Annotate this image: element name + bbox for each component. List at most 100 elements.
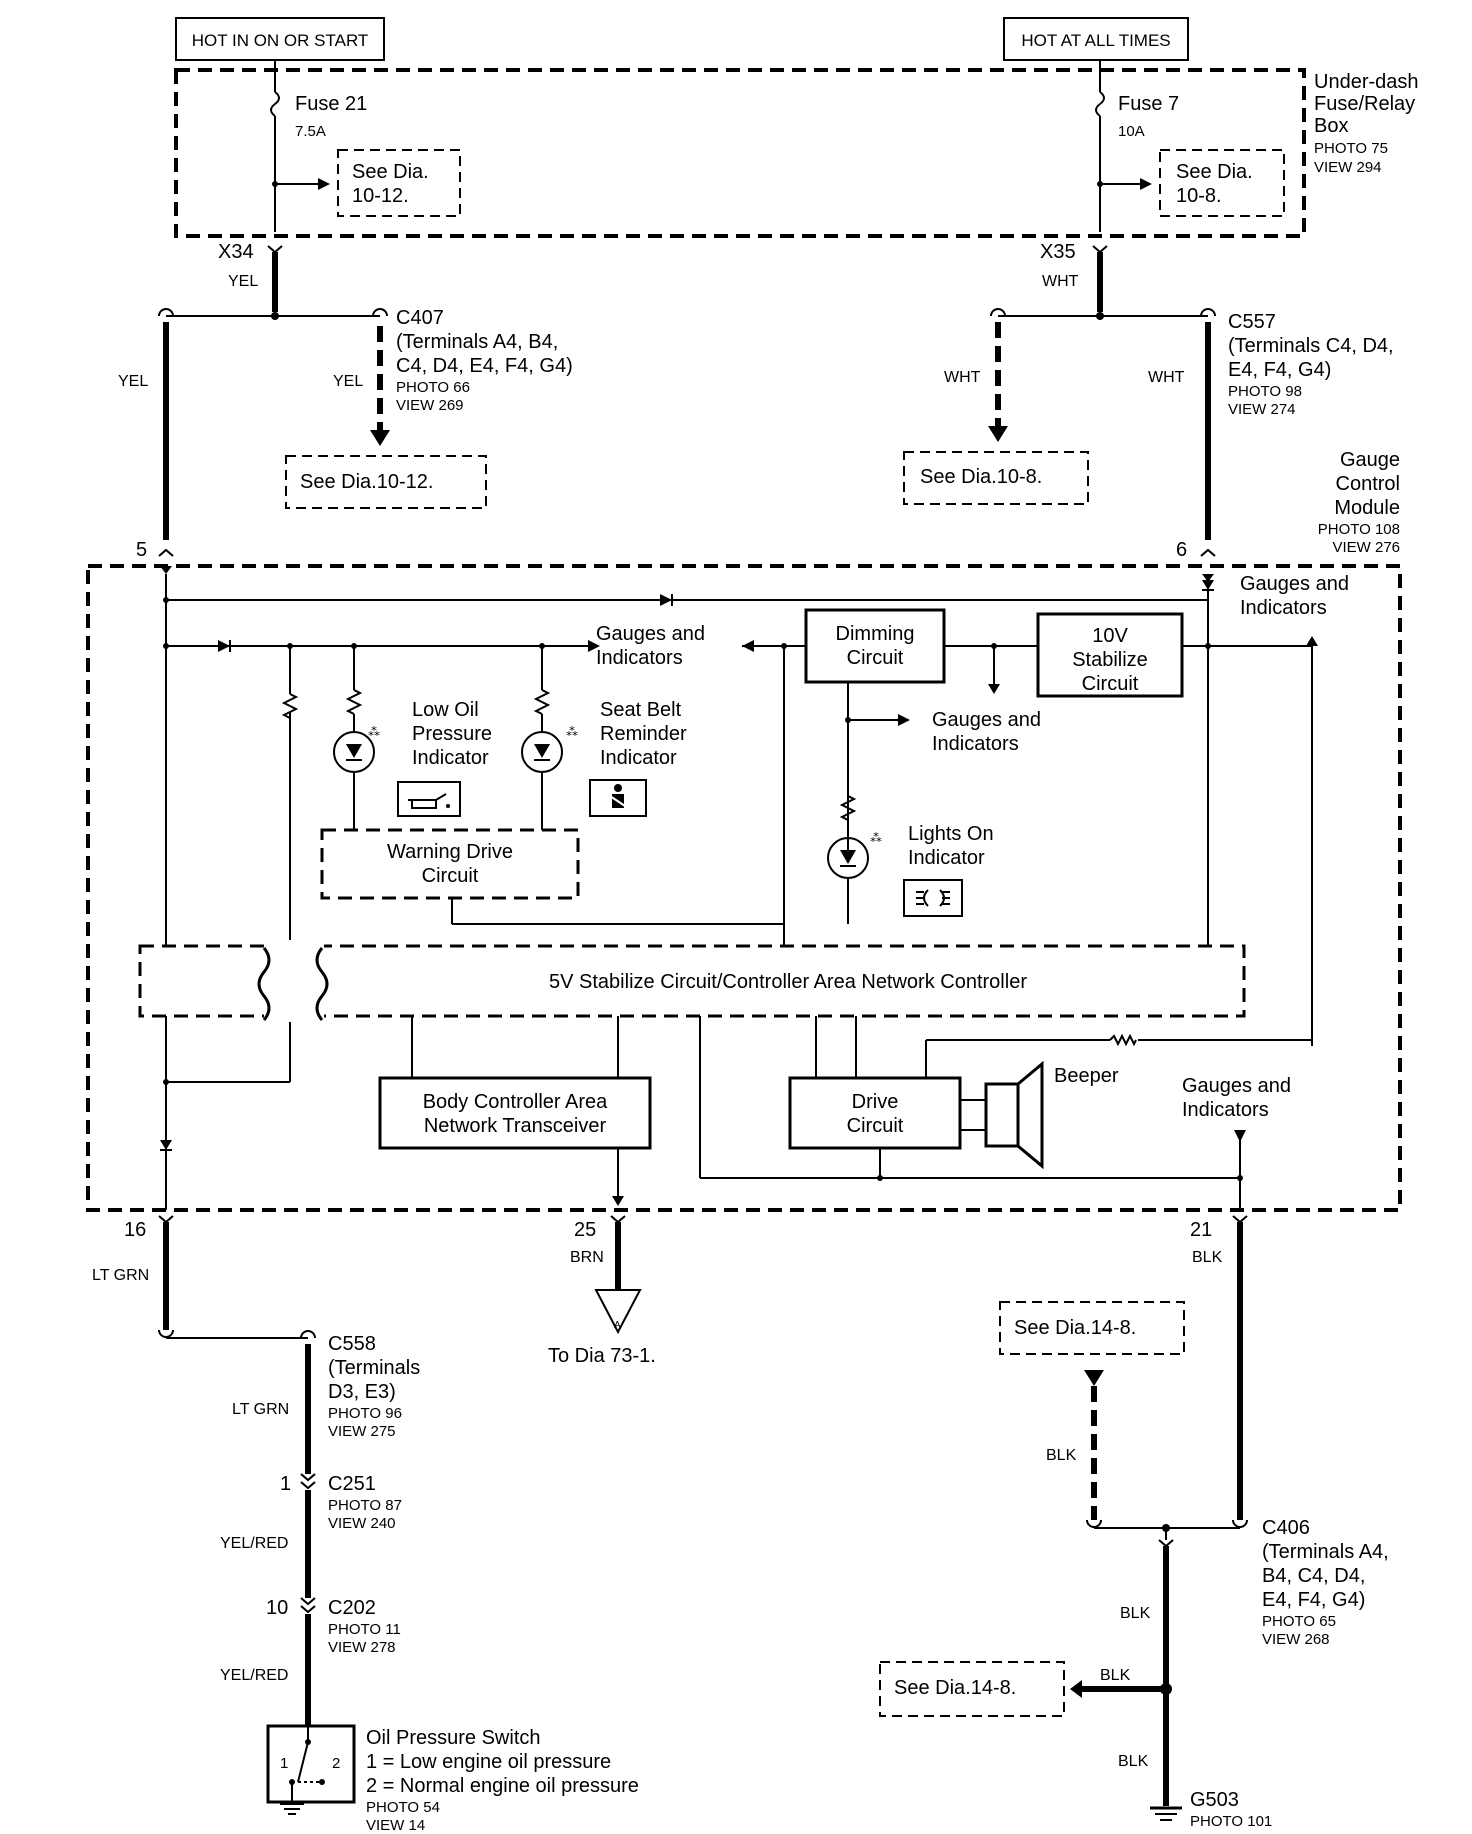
gauges-indicators-top-right: Gauges and (1240, 573, 1349, 595)
fuse7-symbol (1095, 91, 1105, 117)
svg-text:6: 6 (1176, 539, 1187, 561)
svg-text:Drive: Drive (852, 1091, 899, 1113)
svg-text:Indicator: Indicator (908, 847, 985, 869)
svg-text:Circuit: Circuit (1082, 673, 1139, 695)
header-hot-in-on-label: HOT IN ON OR START (192, 31, 369, 50)
svg-text:A: A (614, 1320, 621, 1331)
stabilize-10v-circuit (1036, 612, 1184, 698)
svg-text:(Terminals C4, D4,: (Terminals C4, D4, (1228, 335, 1394, 357)
svg-text:10-12.: 10-12. (352, 185, 409, 207)
g503-name: G503 (1190, 1789, 1239, 1811)
svg-text:(Terminals: (Terminals (328, 1357, 420, 1379)
svg-text:LT GRN: LT GRN (92, 1267, 149, 1284)
svg-text:Pressure: Pressure (412, 723, 492, 745)
gauges-indicators-bottom: Gauges and (1182, 1075, 1291, 1097)
svg-text:Box: Box (1314, 115, 1348, 137)
to-dia-73-1: To Dia 73-1. (548, 1345, 656, 1367)
svg-text:Reminder: Reminder (600, 723, 687, 745)
svg-text:5V Stabilize Circuit/Controlle: 5V Stabilize Circuit/Controller Area Net… (549, 971, 1027, 993)
svg-text:C251: C251 (328, 1473, 376, 1495)
svg-text:Circuit: Circuit (847, 1115, 904, 1137)
svg-text:BLK: BLK (1120, 1605, 1151, 1622)
svg-text:D3, E3): D3, E3) (328, 1381, 396, 1403)
ref-dia-10-12-top (337, 149, 461, 217)
c251-label: C251 PHOTO 87 VIEW 240 (328, 1473, 402, 1532)
can-controller (316, 944, 1246, 1018)
svg-text:See Dia.14-8.: See Dia.14-8. (894, 1677, 1016, 1699)
svg-text:Stabilize: Stabilize (1072, 649, 1148, 671)
dimming-circuit (804, 608, 946, 684)
svg-text:PHOTO 96: PHOTO 96 (328, 1405, 402, 1422)
gauge-control-module-outline (86, 564, 1402, 1212)
svg-text:Dimming: Dimming (836, 623, 915, 645)
svg-text:2: 2 (332, 1755, 340, 1772)
svg-text:Indicator: Indicator (412, 747, 489, 769)
svg-text:PHOTO 98: PHOTO 98 (1228, 383, 1302, 400)
svg-text:PHOTO 54: PHOTO 54 (366, 1799, 440, 1816)
svg-text:E4, F4, G4): E4, F4, G4) (1228, 359, 1331, 381)
svg-text:21: 21 (1190, 1219, 1212, 1241)
svg-text:VIEW 274: VIEW 274 (1228, 401, 1296, 418)
svg-text:VIEW 275: VIEW 275 (328, 1423, 396, 1440)
svg-text:Body Controller Area: Body Controller Area (423, 1091, 608, 1113)
svg-text:VIEW 14: VIEW 14 (366, 1817, 425, 1834)
ref-dia-14-8-bottom (879, 1661, 1065, 1717)
gauge-control-module-label: Gauge Control Module PHOTO 108 VIEW 276 (1318, 449, 1400, 556)
svg-text:YEL: YEL (118, 373, 148, 390)
svg-text:1 = Low engine oil pressure: 1 = Low engine oil pressure (366, 1751, 611, 1773)
svg-text:C557: C557 (1228, 311, 1276, 333)
svg-text:Network Transceiver: Network Transceiver (424, 1115, 607, 1137)
svg-text:BLK: BLK (1046, 1447, 1077, 1464)
svg-text:1: 1 (280, 1473, 291, 1495)
svg-text:2 = Normal engine oil pressure: 2 = Normal engine oil pressure (366, 1775, 639, 1797)
svg-text:See Dia.14-8.: See Dia.14-8. (1014, 1317, 1136, 1339)
svg-text:5: 5 (136, 539, 147, 561)
fuse-box-label: Under-dash Fuse/Relay Box PHOTO 75 VIEW … (1314, 71, 1419, 176)
warning-drive-circuit (320, 828, 580, 900)
svg-text:C407: C407 (396, 307, 444, 329)
svg-text:C558: C558 (328, 1333, 376, 1355)
svg-text:25: 25 (574, 1219, 596, 1241)
svg-text:See Dia.10-8.: See Dia.10-8. (920, 466, 1042, 488)
x35-label: X35 (1040, 241, 1076, 263)
c407-label: C407 (Terminals A4, B4, C4, D4, E4, F4, … (396, 307, 573, 414)
fuse21-name: Fuse 21 (295, 93, 367, 115)
svg-text:See Dia.: See Dia. (1176, 161, 1253, 183)
beeper-icon (984, 1082, 1020, 1148)
gauges-indicators-dimming: Gauges and (932, 709, 1041, 731)
svg-text:WHT: WHT (1148, 369, 1185, 386)
header-hot-at-all: HOT AT ALL TIMES (1003, 17, 1189, 61)
svg-text:Indicators: Indicators (1240, 597, 1327, 619)
header-hot-in-on: HOT IN ON OR START (175, 17, 385, 61)
ref-dia-14-8-top (999, 1301, 1185, 1355)
svg-text:BLK: BLK (1100, 1667, 1131, 1684)
svg-text:1: 1 (280, 1755, 288, 1772)
svg-text:PHOTO 66: PHOTO 66 (396, 379, 470, 396)
svg-text:Circuit: Circuit (422, 865, 479, 887)
svg-text:YEL: YEL (228, 273, 258, 290)
offpage-connector-icon (594, 1289, 642, 1335)
fuse21-symbol (270, 91, 280, 117)
fuse7-name: Fuse 7 (1118, 93, 1179, 115)
svg-text:Circuit: Circuit (847, 647, 904, 669)
c558-label: C558 (Terminals D3, E3) PHOTO 96 VIEW 27… (328, 1333, 420, 1440)
svg-text:VIEW 240: VIEW 240 (328, 1515, 396, 1532)
svg-text:C4, D4, E4, F4, G4): C4, D4, E4, F4, G4) (396, 355, 573, 377)
svg-text:YEL/RED: YEL/RED (220, 1667, 288, 1684)
svg-text:Fuse/Relay: Fuse/Relay (1314, 93, 1415, 115)
svg-text:BLK: BLK (1118, 1753, 1149, 1770)
svg-text:VIEW 268: VIEW 268 (1262, 1631, 1330, 1648)
svg-text:VIEW 269: VIEW 269 (396, 397, 464, 414)
svg-text:⁂: ⁂ (870, 831, 882, 845)
drive-circuit (788, 1076, 962, 1150)
oil-switch-label: Oil Pressure Switch 1 = Low engine oil p… (366, 1727, 639, 1834)
svg-text:WHT: WHT (1042, 273, 1079, 290)
svg-text:B4, C4, D4,: B4, C4, D4, (1262, 1565, 1365, 1587)
ref-dia-10-8 (903, 451, 1089, 505)
svg-text:10V: 10V (1092, 625, 1128, 647)
svg-text:(Terminals A4, B4,: (Terminals A4, B4, (396, 331, 558, 353)
fuse-box-outline (174, 68, 1306, 238)
fuse7-rating: 10A (1118, 123, 1145, 140)
svg-text:VIEW 294: VIEW 294 (1314, 159, 1382, 176)
svg-text:10: 10 (266, 1597, 288, 1619)
